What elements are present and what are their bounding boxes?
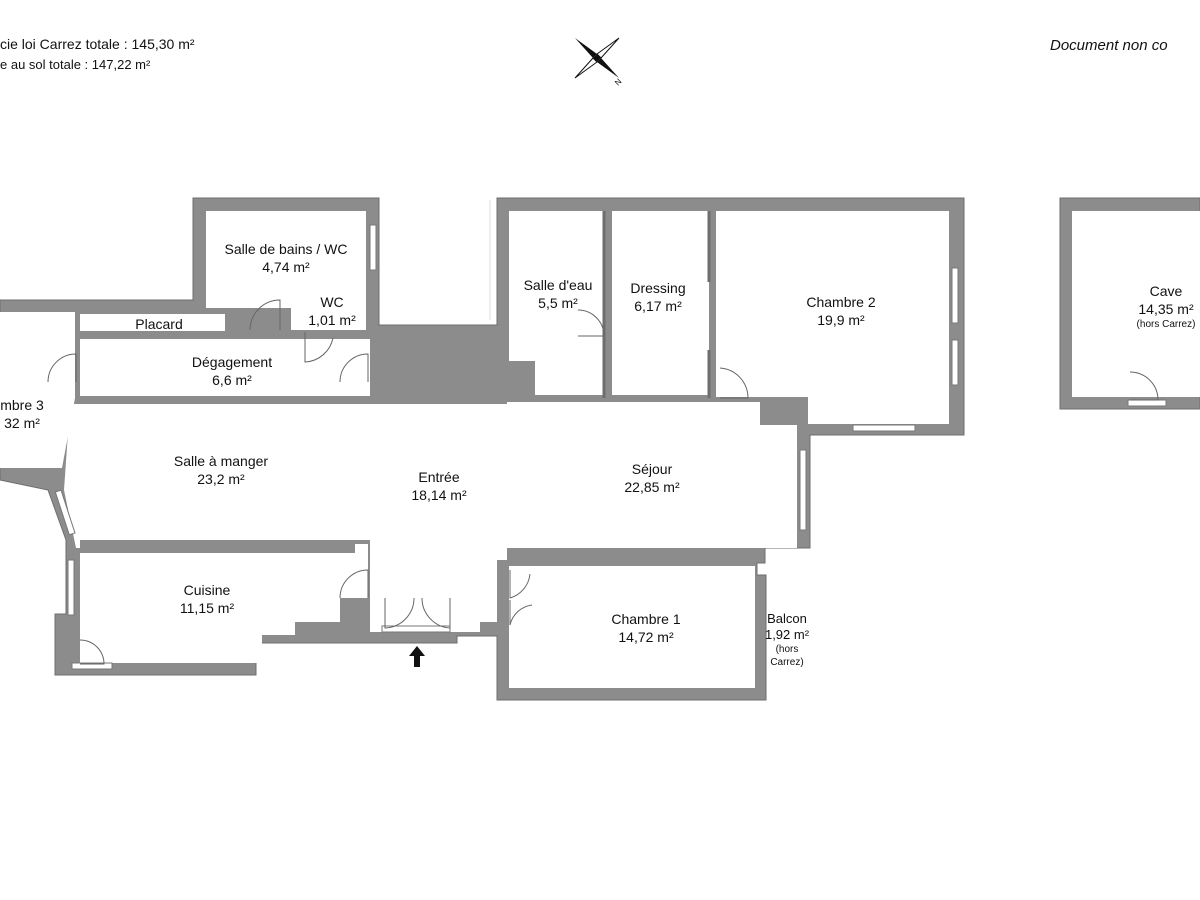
room-area: 18,14 m² bbox=[411, 487, 467, 503]
room-name: Salle de bains / WC bbox=[224, 241, 348, 257]
compass-icon: N bbox=[574, 37, 624, 88]
room-name: Salle à manger bbox=[173, 453, 269, 469]
room-label-cuisine: Cuisine 11,15 m² bbox=[180, 581, 234, 617]
room-note: (hors bbox=[775, 644, 799, 655]
disclaimer-text: Document non co bbox=[1050, 37, 1168, 54]
room-label-sejour: Séjour 22,85 m² bbox=[624, 460, 679, 496]
room-label-placard: Placard bbox=[135, 315, 182, 333]
room-area: 14,72 m² bbox=[618, 629, 674, 645]
room-area: 5,5 m² bbox=[538, 295, 578, 311]
room-name: Chambre 2 bbox=[806, 294, 876, 310]
room-label-degagement: Dégagement 6,6 m² bbox=[192, 353, 272, 389]
room-area: 11,15 m² bbox=[179, 600, 235, 616]
entrance-arrow-icon bbox=[409, 646, 425, 667]
room-label-wc: WC 1,01 m² bbox=[308, 293, 355, 329]
room-name: WC bbox=[320, 294, 344, 310]
room-name: Placard bbox=[135, 316, 183, 332]
room-name: Cuisine bbox=[183, 582, 231, 598]
room-label-salle-a-manger: Salle à manger 23,2 m² bbox=[174, 452, 268, 488]
room-area: 19,9 m² bbox=[817, 312, 865, 328]
room-area: 6,17 m² bbox=[634, 298, 682, 314]
room-name: Salle d'eau bbox=[523, 277, 593, 293]
room-label-cave: Cave 14,35 m² (hors Carrez) bbox=[1137, 282, 1196, 331]
room-label-salle-deau: Salle d'eau 5,5 m² bbox=[524, 276, 593, 312]
door-swings bbox=[47, 299, 1159, 665]
room-area: 32 m² bbox=[4, 415, 40, 431]
room-label-chambre-3: mbre 3 32 m² bbox=[0, 396, 44, 432]
room-area: 1,92 m² bbox=[764, 627, 810, 642]
room-name: Balcon bbox=[767, 611, 807, 626]
room-label-balcon: Balcon 1,92 m² (hors Carrez) bbox=[765, 611, 809, 669]
room-note: (hors Carrez) bbox=[1136, 319, 1196, 330]
room-name: Cave bbox=[1149, 283, 1183, 299]
room-label-dressing: Dressing 6,17 m² bbox=[630, 279, 685, 315]
room-area: 4,74 m² bbox=[262, 259, 310, 275]
room-name: Dégagement bbox=[191, 354, 273, 370]
room-label-entree: Entrée 18,14 m² bbox=[411, 468, 466, 504]
room-area: 22,85 m² bbox=[624, 479, 680, 495]
room-area: 1,01 m² bbox=[308, 312, 356, 328]
room-label-salle-de-bains: Salle de bains / WC 4,74 m² bbox=[225, 240, 348, 276]
floor-area-total-text: e au sol totale : 147,22 m² bbox=[0, 57, 151, 72]
room-area: 14,35 m² bbox=[1138, 301, 1194, 317]
compass-letter: N bbox=[613, 77, 624, 88]
room-name: mbre 3 bbox=[0, 397, 44, 413]
room-label-chambre-2: Chambre 2 19,9 m² bbox=[806, 293, 875, 329]
room-area: 6,6 m² bbox=[212, 372, 252, 388]
room-name: Séjour bbox=[631, 461, 673, 477]
room-label-chambre-1: Chambre 1 14,72 m² bbox=[611, 610, 680, 646]
room-area: 23,2 m² bbox=[197, 471, 245, 487]
room-name: Dressing bbox=[630, 280, 686, 296]
carrez-total-text: cie loi Carrez totale : 145,30 m² bbox=[0, 36, 195, 52]
room-name: Chambre 1 bbox=[611, 611, 681, 627]
room-name: Entrée bbox=[418, 469, 460, 485]
room-note: Carrez) bbox=[770, 657, 804, 668]
